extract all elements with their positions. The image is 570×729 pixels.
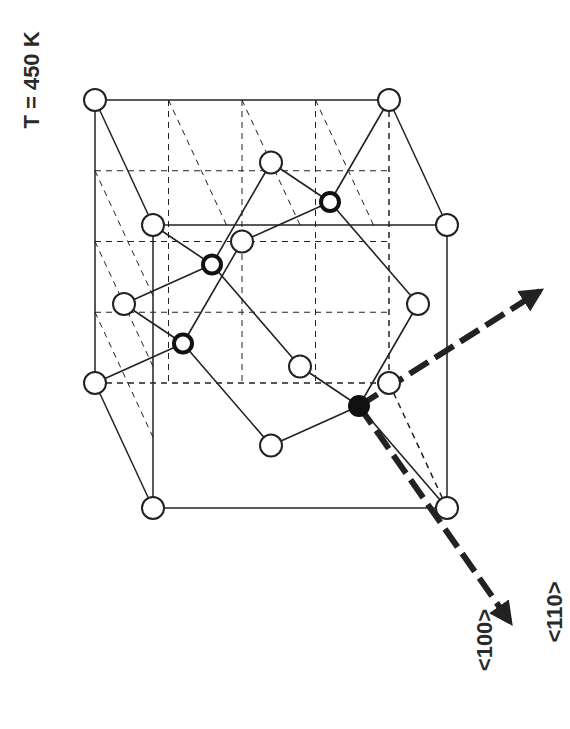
bond-line (212, 265, 300, 367)
interior-atom (174, 335, 192, 353)
bond-line (271, 406, 359, 446)
lattice-atom (407, 293, 429, 315)
lattice-atom (289, 356, 311, 378)
cube-edge (152, 225, 154, 508)
lattice-atom (260, 435, 282, 457)
grid-line (168, 100, 169, 383)
grid-line (316, 100, 374, 225)
bond-line (359, 304, 418, 406)
lattice-atom (436, 497, 458, 519)
lattice-atom (378, 372, 400, 394)
direction-label: <100> (472, 609, 498, 671)
interior-atom (203, 256, 221, 274)
bond-line (124, 265, 212, 305)
bond-line (212, 163, 271, 265)
lattice-atom (436, 214, 458, 236)
lattice-atom (84, 372, 106, 394)
direction-arrow (359, 406, 510, 622)
bond-line (242, 202, 330, 242)
grid-line (169, 100, 227, 225)
temperature-label: T = 450 K (19, 31, 45, 128)
cube-edge (446, 225, 448, 508)
grid-line (242, 100, 300, 225)
grid-line (315, 100, 316, 383)
bond-line (330, 202, 418, 304)
bond-line (183, 344, 271, 446)
interior-atom (321, 193, 339, 211)
lattice-atom (113, 293, 135, 315)
bond-line (95, 344, 183, 384)
lattice-atom (231, 231, 253, 253)
grid-line (95, 312, 389, 313)
bond-line (330, 100, 389, 202)
lattice-atom (142, 214, 164, 236)
cube-edge (95, 383, 153, 508)
lattice-atom (378, 89, 400, 111)
cube-edge (95, 382, 389, 384)
lattice-atom (260, 152, 282, 174)
cube-edge (95, 99, 389, 101)
cube-edge (94, 100, 96, 383)
lattice-atom (84, 89, 106, 111)
cube-edge (389, 100, 447, 225)
selected-atom (350, 397, 368, 415)
cube-edge (95, 100, 153, 225)
bond-line (183, 242, 242, 344)
direction-label: <110> (542, 581, 568, 642)
grid-line (95, 242, 153, 367)
cube-edge (153, 507, 447, 509)
cube-edge (388, 100, 390, 383)
direction-arrow (359, 291, 540, 406)
cube-edge (153, 224, 447, 226)
lattice-atom (142, 497, 164, 519)
